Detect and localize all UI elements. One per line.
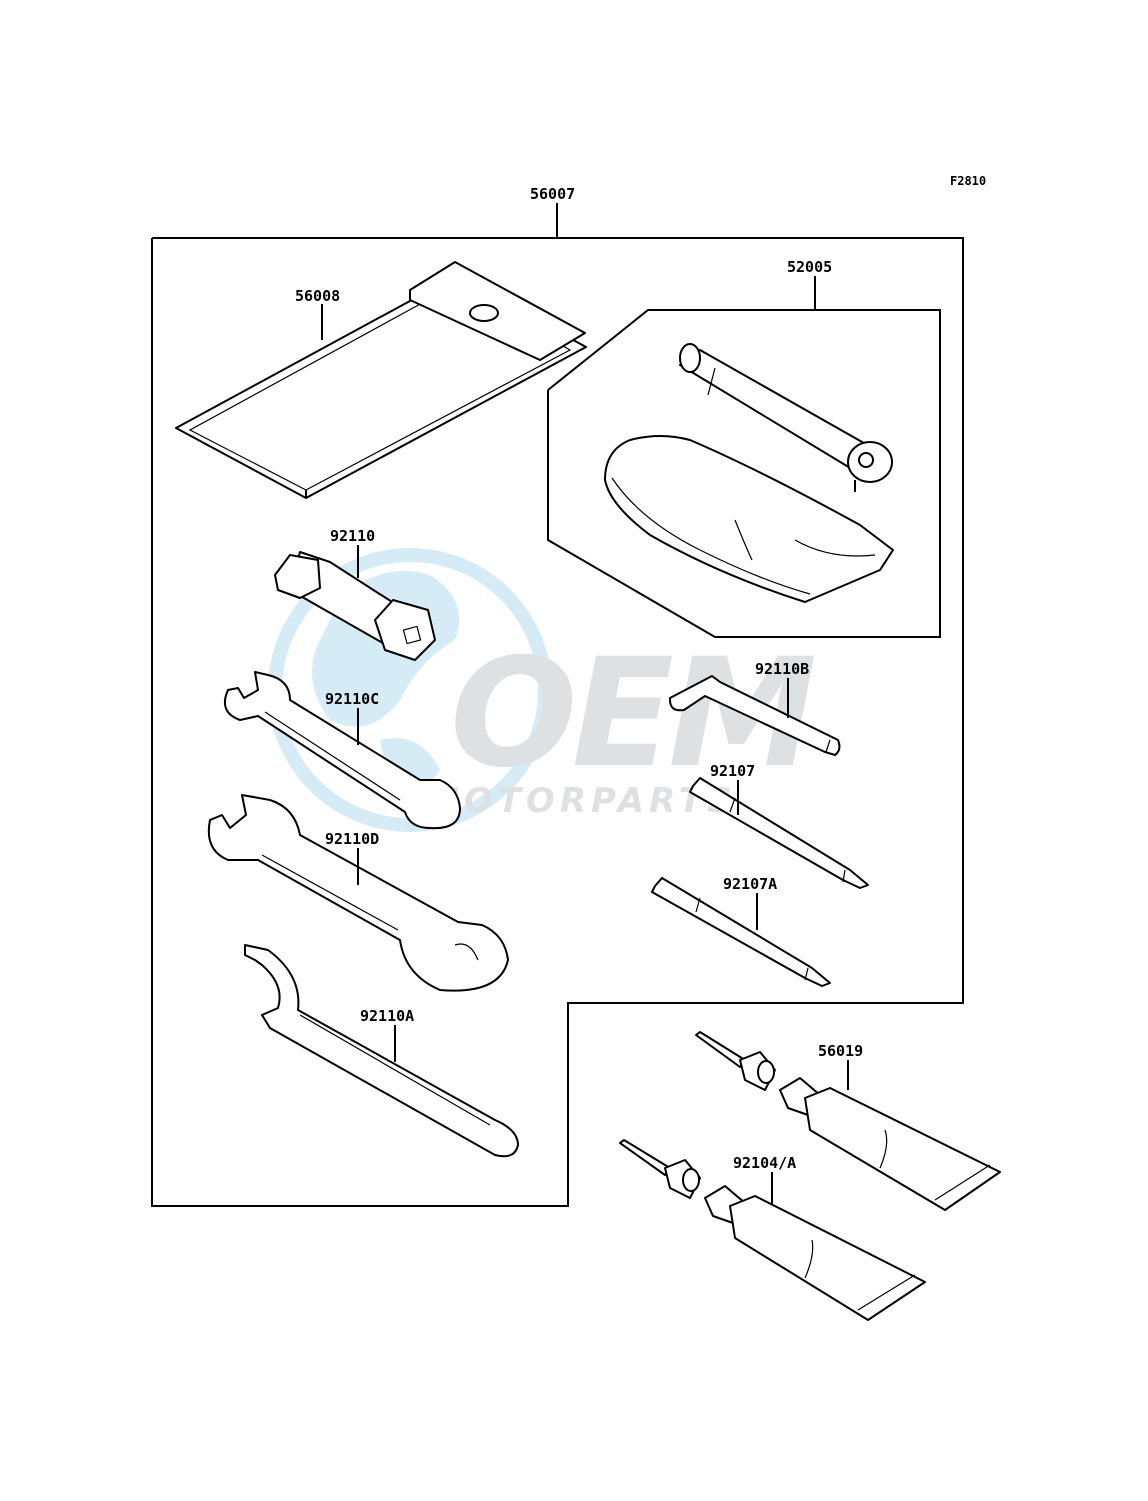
callout-92110A: 92110A [360, 1007, 414, 1025]
tube-wrench-52005 [679, 343, 893, 492]
sub-kit-outline-52005 [547, 309, 941, 638]
callout-92110C: 92110C [325, 690, 379, 708]
callout-92107: 92107 [710, 762, 755, 780]
screwdriver-92107 [689, 777, 869, 889]
callout-56008: 56008 [295, 287, 340, 305]
callout-56007: 56007 [530, 185, 575, 203]
callout-52005: 52005 [787, 258, 832, 276]
wrench-92110D [207, 794, 509, 992]
hook-wrench-92110A [244, 944, 519, 1158]
callout-92110: 92110 [330, 527, 375, 545]
spark-plug-wrench-92110 [274, 551, 436, 661]
figure-code: F2810 [950, 174, 986, 188]
hex-key-92110B [669, 675, 841, 756]
screwdriver-92107A [651, 877, 831, 987]
watermark-tagline: MOTORPARTS [425, 781, 736, 821]
tool-bag-56008 [175, 261, 587, 499]
callout-92107A: 92107A [723, 875, 777, 893]
callout-92110B: 92110B [755, 660, 809, 678]
grease-tube-92104A [619, 1139, 926, 1321]
callout-92104A: 92104/A [733, 1154, 796, 1172]
wrench-92110C [224, 671, 461, 830]
kit-outline [151, 237, 964, 1207]
pouch-52005 [604, 435, 894, 603]
callout-92110D: 92110D [325, 830, 379, 848]
callout-56019: 56019 [818, 1042, 863, 1060]
grease-tube-56019 [695, 1031, 1001, 1211]
